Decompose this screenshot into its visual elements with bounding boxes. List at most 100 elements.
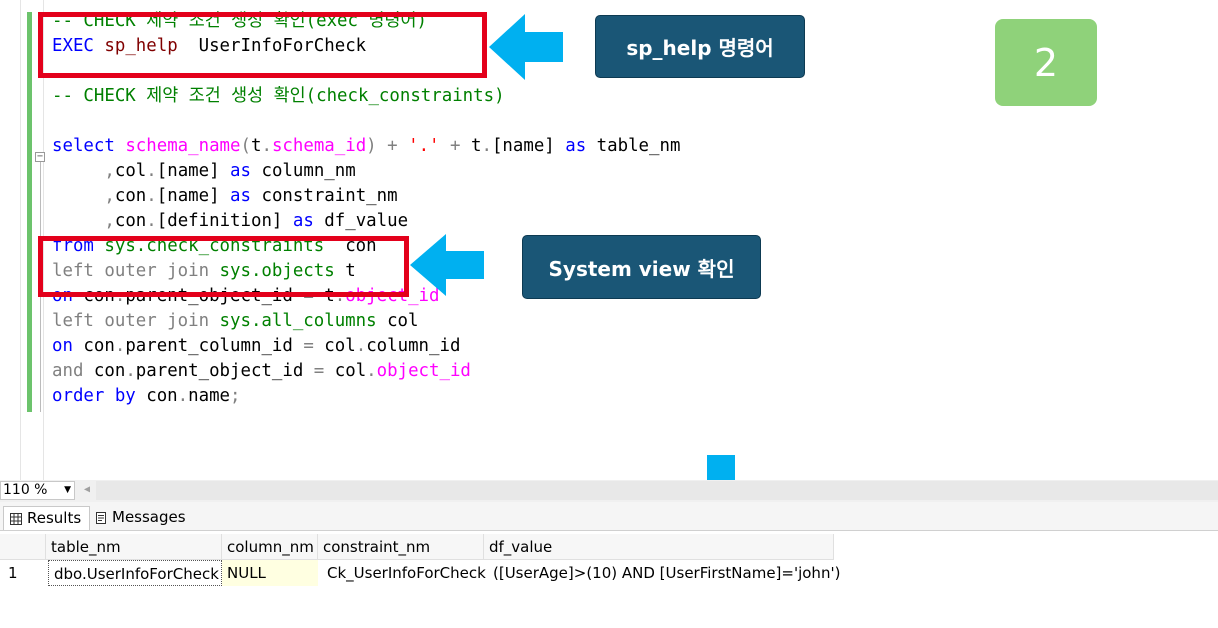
code-token: ,	[104, 186, 115, 206]
code-token: ,	[104, 211, 115, 231]
code-token: as	[230, 161, 251, 181]
code-token: .	[125, 361, 136, 381]
highlight-box-system-view	[38, 236, 409, 297]
code-line[interactable]: left outer join sys.all_columns col	[52, 309, 419, 334]
messages-icon	[96, 511, 106, 524]
code-token: EXEC	[52, 36, 94, 56]
code-token: sys.objects	[219, 261, 335, 281]
code-token: [name]	[156, 186, 231, 206]
code-token: )	[366, 136, 377, 156]
column-header-constraint-nm[interactable]: constraint_nm	[318, 534, 484, 560]
code-token: (	[240, 136, 251, 156]
code-line[interactable]: order by con.name;	[52, 384, 241, 409]
code-token: ;	[230, 386, 241, 406]
row-number[interactable]: 1	[8, 564, 18, 582]
code-token: .	[481, 136, 492, 156]
cell-df-value[interactable]: ([UserAge]>(10) AND [UserFirstName]='joh…	[493, 564, 841, 582]
cell-column-nm[interactable]: NULL	[222, 560, 318, 586]
results-grid[interactable]: table_nm column_nm constraint_nm df_valu…	[0, 531, 1218, 628]
code-token: on	[52, 336, 73, 356]
step-number-badge: 2	[995, 19, 1097, 106]
tab-messages[interactable]: Messages	[89, 506, 193, 529]
code-line[interactable]: left outer join sys.objects t	[52, 259, 356, 284]
code-token: t	[250, 136, 262, 156]
code-token: col	[376, 311, 419, 331]
code-token: -- CHECK 제약 조건 생성 확인(check_constraints)	[52, 86, 505, 106]
change-tracking-bar	[27, 12, 32, 412]
code-token: .	[366, 361, 377, 381]
code-token: parent_object_id	[135, 361, 314, 381]
code-token: sys.check_constraints	[104, 236, 325, 256]
zoom-value: 110 %	[3, 482, 48, 498]
code-token: .	[146, 161, 157, 181]
code-token: name	[188, 386, 231, 406]
code-token: constraint_nm	[251, 186, 398, 206]
gutter-divider	[20, 0, 21, 480]
column-header-column-nm[interactable]: column_nm	[222, 534, 318, 560]
code-token: as	[292, 211, 314, 231]
code-token: [name]	[491, 136, 566, 156]
code-token: [definition]	[156, 211, 293, 231]
code-token: object_id	[376, 361, 471, 381]
code-token: from	[52, 236, 94, 256]
code-line[interactable]: ,con.[name] as constraint_nm	[52, 184, 398, 209]
code-token: left outer join	[52, 261, 210, 281]
zoom-dropdown[interactable]: 110 % ▼	[0, 481, 75, 500]
horizontal-scrollbar[interactable]	[96, 481, 1218, 500]
code-line[interactable]: and con.parent_object_id = col.object_id	[52, 359, 471, 384]
column-header-df-value[interactable]: df_value	[484, 534, 834, 560]
code-token	[398, 136, 408, 156]
cell-table-nm[interactable]: dbo.UserInfoForCheck	[48, 560, 222, 586]
code-token: column_id	[366, 336, 461, 356]
code-token: as	[565, 136, 587, 156]
code-line[interactable]: ,col.[name] as column_nm	[52, 159, 356, 184]
code-token: column_nm	[251, 161, 356, 181]
code-token: +	[387, 136, 398, 156]
cell-constraint-nm[interactable]: Ck_UserInfoForCheck	[327, 564, 486, 582]
code-token: con	[114, 211, 147, 231]
chevron-down-icon: ▼	[64, 485, 71, 495]
tab-results[interactable]: Results	[3, 506, 90, 530]
code-token: and	[52, 361, 84, 381]
code-token: .	[146, 211, 157, 231]
code-token: con	[324, 236, 377, 256]
collapse-region-icon[interactable]: −	[35, 151, 45, 162]
highlight-box-exec	[38, 12, 487, 78]
callout-sp-help: sp_help 명령어	[595, 15, 805, 78]
code-line[interactable]: EXEC sp_help UserInfoForCheck	[52, 34, 366, 59]
code-token: .	[146, 186, 157, 206]
code-line[interactable]: ,con.[definition] as df_value	[52, 209, 408, 234]
code-token: ,	[104, 161, 115, 181]
code-line[interactable]: from sys.check_constraints con	[52, 234, 377, 259]
code-token: t	[334, 261, 356, 281]
code-line[interactable]: on con.parent_column_id = col.column_id	[52, 334, 460, 359]
grid-corner[interactable]	[0, 534, 46, 560]
code-token: con	[83, 361, 126, 381]
code-line[interactable]: select schema_name(t.schema_id) + '.' + …	[52, 134, 680, 159]
code-token: schema_id	[271, 136, 367, 156]
code-token: .	[261, 136, 272, 156]
code-token: order by	[52, 386, 136, 406]
code-line[interactable]: -- CHECK 제약 조건 생성 확인(check_constraints)	[52, 84, 505, 109]
column-header-table-nm[interactable]: table_nm	[46, 534, 222, 560]
code-token: =	[313, 361, 325, 381]
code-token: con	[72, 336, 115, 356]
code-token: sys.all_columns	[219, 311, 377, 331]
code-token: .	[177, 386, 189, 406]
arrow-left-icon	[489, 14, 563, 80]
code-token: '.'	[408, 136, 440, 156]
code-token	[52, 186, 104, 206]
code-token	[377, 136, 387, 156]
code-token: col	[313, 336, 356, 356]
code-token: col	[324, 361, 367, 381]
code-token: +	[450, 136, 461, 156]
code-token	[115, 136, 125, 156]
grid-icon	[10, 512, 22, 525]
code-token: [name]	[156, 161, 231, 181]
results-tab-strip	[0, 502, 1218, 531]
code-token	[52, 211, 104, 231]
code-token: con	[135, 386, 178, 406]
code-token: col	[114, 161, 147, 181]
scroll-left-icon[interactable]: ◀	[84, 484, 91, 495]
code-token: as	[230, 186, 251, 206]
